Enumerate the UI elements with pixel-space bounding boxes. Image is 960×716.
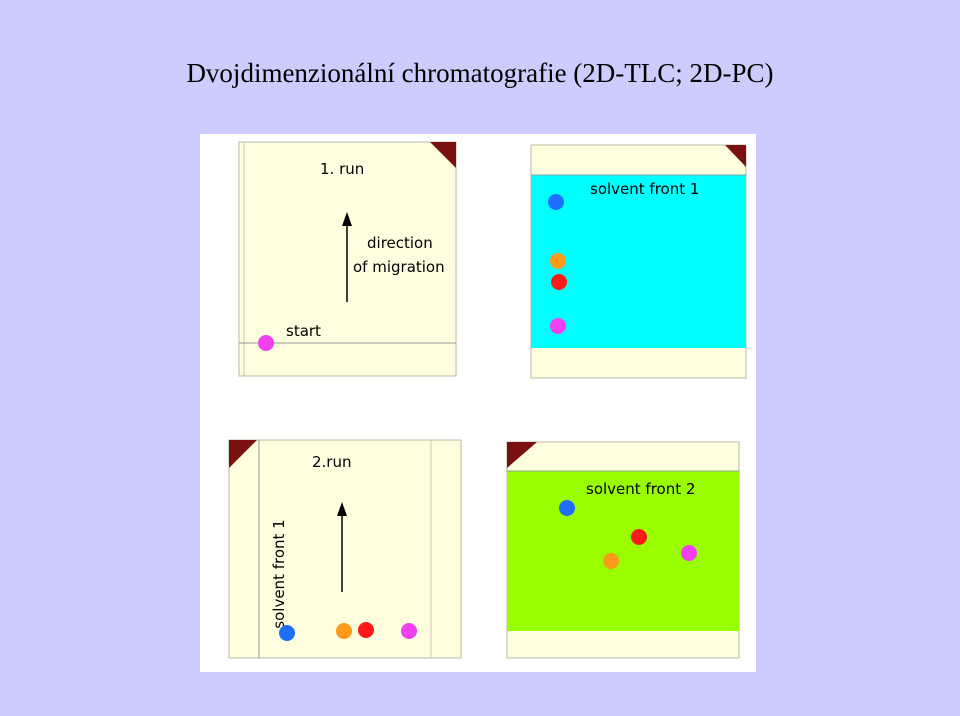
panel-first-run: 1. run direction of migration start: [238, 141, 457, 377]
spot-orange: [550, 253, 566, 269]
spot-blue: [559, 500, 575, 516]
start-label: start: [286, 322, 321, 340]
panel-solvent-front-2: solvent front 2: [506, 441, 740, 659]
paper-corner-fold: [229, 440, 257, 468]
spot-red: [358, 622, 374, 638]
migration-arrow-head: [342, 212, 352, 226]
run-2-heading: 2.run: [312, 453, 352, 471]
spot-red: [551, 274, 567, 290]
paper-corner-fold: [430, 142, 456, 168]
solvent-front-1-label: solvent front 1: [590, 180, 699, 198]
chromatography-figure: 1. run direction of migration start solv…: [200, 134, 756, 672]
migration-label: of migration: [353, 258, 445, 276]
solvent-region-2: [507, 471, 739, 631]
spot-blue: [279, 625, 295, 641]
spot-blue: [548, 194, 564, 210]
spot-orange: [336, 623, 352, 639]
solvent-front-2-label: solvent front 2: [586, 480, 695, 498]
spot-magenta: [681, 545, 697, 561]
spot-magenta: [550, 318, 566, 334]
paper-sheet: [228, 439, 462, 659]
migration-arrow-head: [337, 502, 347, 516]
spot-orange: [603, 553, 619, 569]
spot-sample-start: [258, 335, 274, 351]
paper-corner-fold: [725, 145, 746, 167]
panel-solvent-front-1: solvent front 1: [530, 144, 747, 379]
slide-title: Dvojdimenzionální chromatografie (2D-TLC…: [186, 58, 774, 88]
panel-second-run: 2.run solvent front 1: [228, 439, 462, 659]
solvent-region-1: [531, 175, 746, 348]
run-1-heading: 1. run: [320, 160, 364, 178]
spot-magenta: [401, 623, 417, 639]
direction-label: direction: [367, 234, 433, 252]
paper-corner-fold: [507, 442, 537, 468]
spot-red: [631, 529, 647, 545]
solvent-front-1-side-label: solvent front 1: [270, 519, 288, 628]
